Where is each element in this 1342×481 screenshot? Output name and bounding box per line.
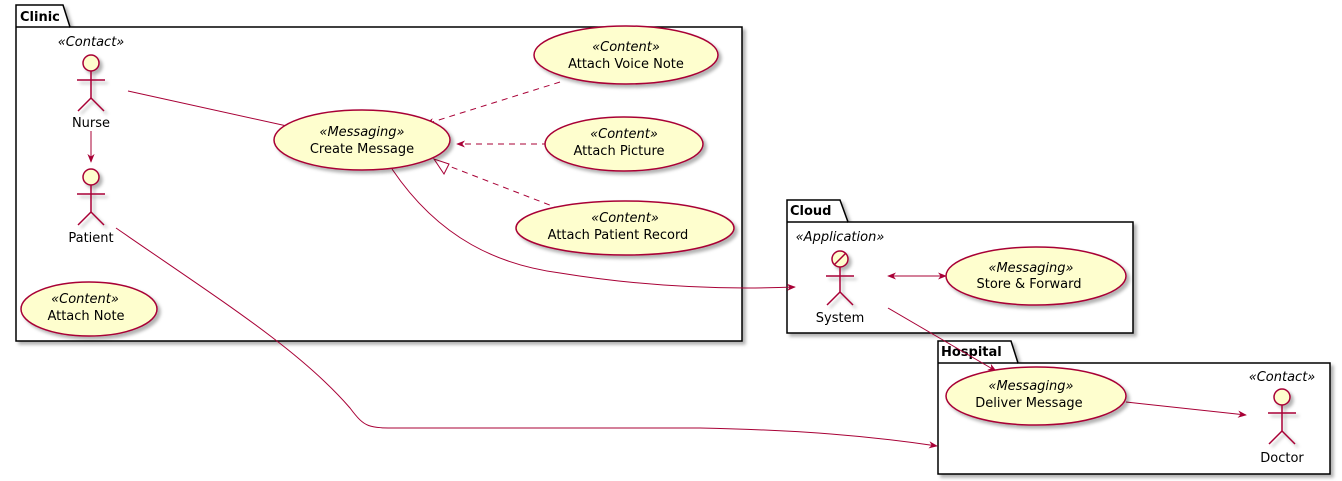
package-clinic bbox=[15, 4, 743, 342]
actor-nurse-stereotype: «Contact» bbox=[58, 35, 125, 50]
svg-text:«Messaging»: «Messaging» bbox=[319, 125, 404, 140]
actor-system-name: System bbox=[816, 311, 864, 326]
actor-nurse-figure bbox=[77, 54, 105, 112]
usecase-attach-note: «Content» Attach Note bbox=[20, 281, 158, 337]
svg-text:«Content»: «Content» bbox=[592, 40, 660, 55]
usecase-deliver-message: «Messaging» Deliver Message bbox=[945, 366, 1127, 426]
edge-nurse-create bbox=[127, 90, 297, 130]
usecase-attach-voice-note: «Content» Attach Voice Note bbox=[533, 25, 719, 85]
actor-patient-figure bbox=[77, 168, 105, 226]
svg-text:«Content»: «Content» bbox=[591, 211, 659, 226]
svg-text:«Messaging»: «Messaging» bbox=[988, 379, 1073, 394]
actor-doctor-name: Doctor bbox=[1260, 451, 1304, 466]
edge-voice-create bbox=[425, 81, 561, 126]
edge-patient-hospital bbox=[115, 227, 938, 449]
actor-system-figure bbox=[826, 250, 854, 306]
svg-text:Create Message: Create Message bbox=[310, 142, 414, 157]
svg-text:Store & Forward: Store & Forward bbox=[976, 277, 1081, 292]
usecase-create-message: «Messaging» Create Message bbox=[273, 109, 451, 171]
svg-text:Attach Patient Record: Attach Patient Record bbox=[548, 228, 689, 243]
edge-deliver-doctor bbox=[1125, 401, 1247, 418]
svg-text:Deliver Message: Deliver Message bbox=[975, 396, 1082, 411]
actor-doctor-figure bbox=[1268, 388, 1296, 445]
svg-text:Attach Picture: Attach Picture bbox=[573, 144, 664, 159]
package-hospital-title: Hospital bbox=[941, 345, 1002, 360]
svg-text:«Content»: «Content» bbox=[51, 292, 119, 307]
package-clinic-title: Clinic bbox=[20, 10, 60, 25]
svg-text:«Messaging»: «Messaging» bbox=[988, 261, 1073, 276]
actor-nurse-name: Nurse bbox=[72, 116, 110, 131]
svg-text:Attach Voice Note: Attach Voice Note bbox=[568, 57, 684, 72]
actor-patient-name: Patient bbox=[68, 231, 113, 246]
usecase-attach-patient-record: «Content» Attach Patient Record bbox=[515, 200, 735, 256]
svg-text:«Content»: «Content» bbox=[590, 127, 658, 142]
actor-doctor-stereotype: «Contact» bbox=[1249, 370, 1316, 385]
edge-record-create-triangle bbox=[432, 158, 450, 175]
usecase-attach-picture: «Content» Attach Picture bbox=[544, 116, 704, 172]
connectors bbox=[87, 81, 1247, 449]
usecase-store-forward: «Messaging» Store & Forward bbox=[945, 246, 1127, 306]
actor-system-stereotype: «Application» bbox=[796, 230, 885, 245]
edge-create-system bbox=[391, 168, 796, 291]
svg-text:Attach Note: Attach Note bbox=[47, 309, 124, 324]
package-cloud-title: Cloud bbox=[790, 204, 832, 219]
edge-system-deliver bbox=[887, 307, 997, 372]
